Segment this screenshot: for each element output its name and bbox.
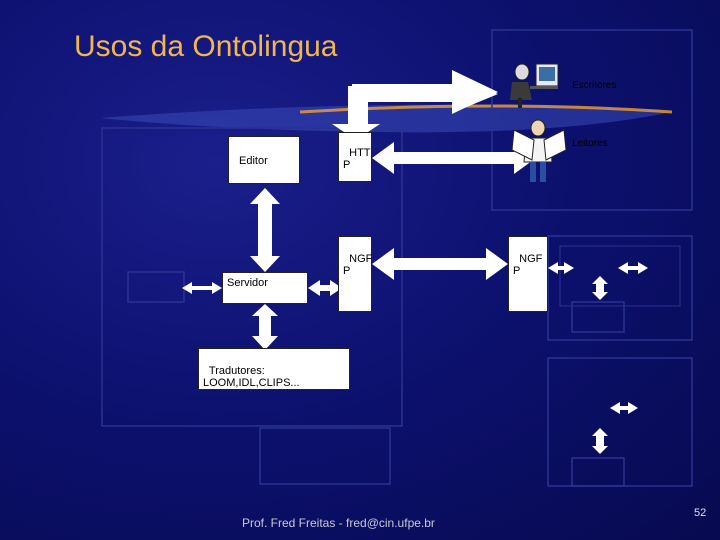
arrow-right-5 <box>592 428 608 454</box>
arrow-left-small <box>182 282 222 294</box>
page-number: 52 <box>694 507 707 519</box>
slide-title: Usos da Ontolingua <box>74 30 338 63</box>
outer-frame <box>101 127 403 427</box>
arrow-ngfp-ngfp <box>372 248 508 280</box>
escritores-label: Escritores <box>572 80 617 91</box>
ghost-box-top-right <box>491 29 693 211</box>
servidor-label: Servidor <box>227 277 268 289</box>
swoosh-decoration <box>100 104 672 133</box>
servidor-box: Servidor <box>222 272 308 304</box>
arrow-http-leitores <box>372 142 536 174</box>
tradutores-box: Tradutores: LOOM,IDL,CLIPS... <box>198 348 350 390</box>
http-label: HTT P <box>343 147 371 171</box>
ngfp-left-label: NGF P <box>343 253 373 277</box>
ghost-box-right-1 <box>547 235 693 341</box>
ngfp-right-box: NGF P <box>508 236 548 312</box>
arrow-servidor-ngfp <box>308 280 342 296</box>
arrow-servidor-tradutores <box>252 304 278 350</box>
writer-computer-icon <box>510 63 559 108</box>
arrow-right-1 <box>548 262 574 274</box>
editor-label: Editor <box>239 155 268 167</box>
ghost-box-right-2 <box>547 357 693 487</box>
http-box: HTT P <box>338 132 372 182</box>
arrow-right-2 <box>618 262 648 274</box>
tradutores-label: Tradutores: LOOM,IDL,CLIPS... <box>203 365 300 389</box>
reader-icon <box>511 119 567 182</box>
arrow-editor-servidor <box>250 188 280 272</box>
editor-box: Editor <box>228 136 300 184</box>
arrow-right-4 <box>610 402 638 414</box>
ngfp-right-label: NGF P <box>513 253 543 277</box>
footer-text: Prof. Fred Freitas - fred@cin.ufpe.br <box>242 516 435 530</box>
ngfp-left-box: NGF P <box>338 236 372 312</box>
leitores-label: Leitores <box>572 138 608 149</box>
arrow-right-3 <box>592 276 608 300</box>
